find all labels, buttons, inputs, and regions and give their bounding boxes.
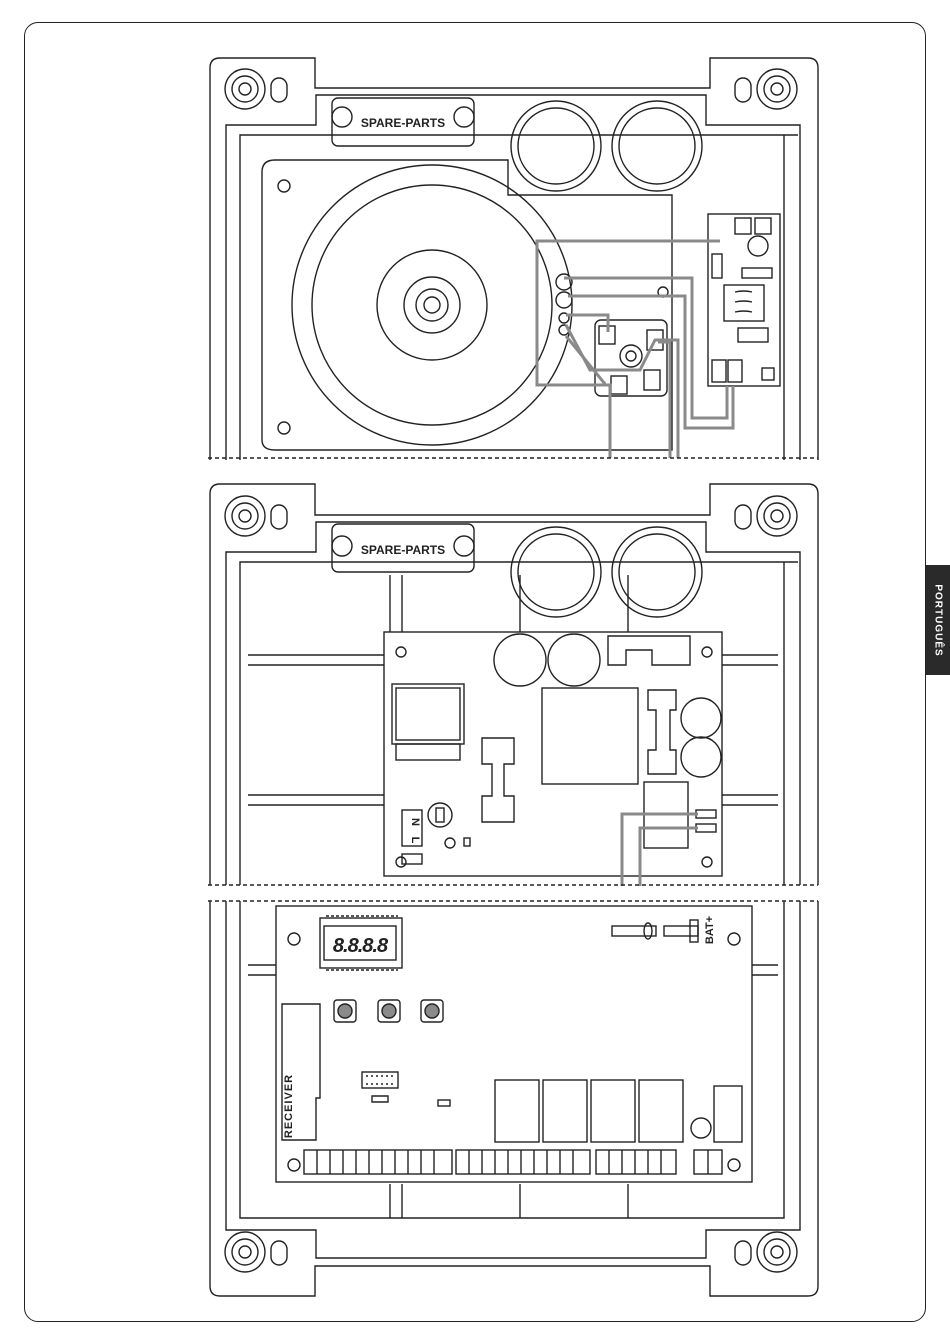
display-readout: 8.8.8.8: [333, 935, 389, 957]
middle-cable-glands: [511, 527, 702, 617]
upper-cable-glands: [511, 101, 702, 191]
upper-plate-label: SPARE-PARTS: [361, 116, 445, 130]
upper-wires: [537, 241, 733, 458]
power-board: N L: [384, 632, 722, 876]
receiver-label: RECEIVER: [283, 1074, 295, 1138]
terminal-n-label: N: [409, 818, 421, 826]
fuse-holders: BAT+: [612, 916, 716, 944]
receiver-slot: RECEIVER: [282, 1004, 320, 1140]
toroidal-transformer: [292, 165, 572, 445]
relays: [495, 1080, 742, 1142]
middle-enclosure: [210, 484, 818, 885]
control-buttons[interactable]: [334, 1000, 443, 1022]
upper-spare-parts-plate: SPARE-PARTS: [332, 98, 474, 146]
middle-spare-parts-plate: SPARE-PARTS: [332, 524, 474, 572]
terminal-strip: [304, 1150, 722, 1174]
battery-label: BAT+: [704, 916, 716, 944]
seven-segment-display: 8.8.8.8: [320, 916, 402, 970]
terminal-l-label: L: [409, 837, 421, 844]
lower-enclosure: [210, 901, 818, 1296]
middle-plate-label: SPARE-PARTS: [361, 543, 445, 557]
middle-wires: [622, 814, 698, 886]
dip-switch-header: [362, 1072, 450, 1106]
